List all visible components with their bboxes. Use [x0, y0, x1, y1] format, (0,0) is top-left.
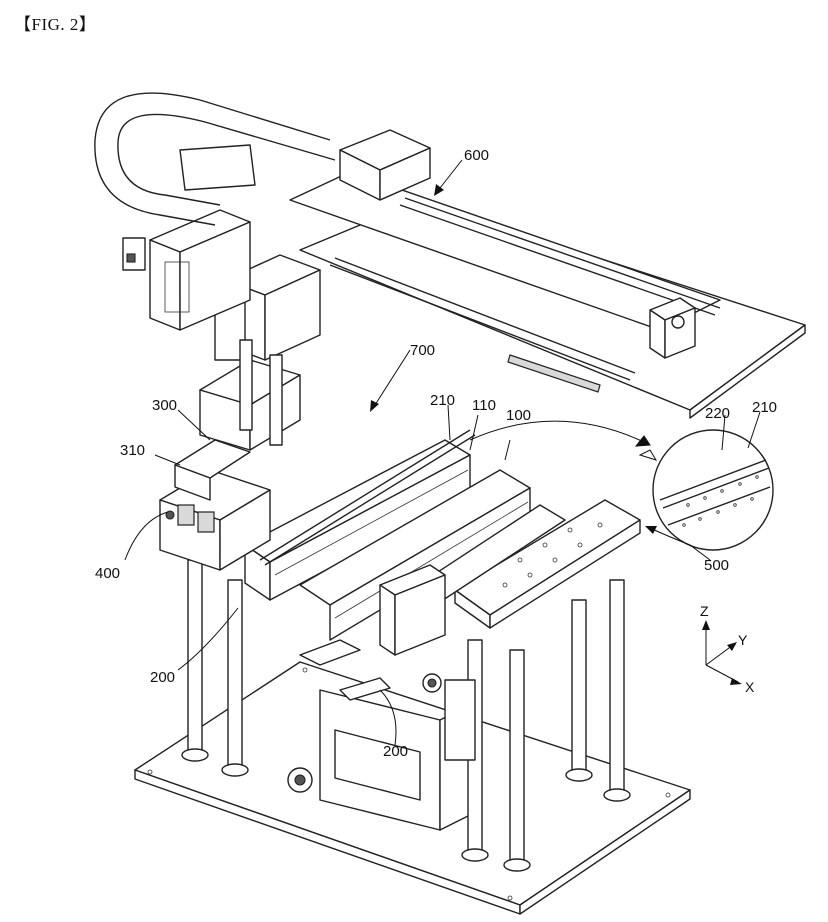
label-700: 700	[410, 342, 435, 359]
label-110: 110	[472, 397, 496, 414]
label-210-detail: 210	[752, 399, 777, 416]
axis-z-label: Z	[700, 603, 709, 619]
label-310: 310	[120, 442, 145, 459]
axis-x-label: X	[745, 679, 755, 695]
axes-indicator	[702, 620, 742, 685]
label-200-left: 200	[150, 669, 175, 686]
label-600: 600	[464, 147, 489, 164]
label-100: 100	[506, 407, 531, 424]
label-200-bottom: 200	[383, 743, 408, 760]
label-210-main: 210	[430, 392, 455, 409]
label-500: 500	[704, 557, 729, 574]
label-220: 220	[705, 405, 730, 422]
cable-chain	[95, 93, 335, 225]
gantry-600	[290, 130, 805, 418]
label-400: 400	[95, 565, 120, 582]
label-300: 300	[152, 397, 177, 414]
axis-y-label: Y	[738, 632, 748, 648]
